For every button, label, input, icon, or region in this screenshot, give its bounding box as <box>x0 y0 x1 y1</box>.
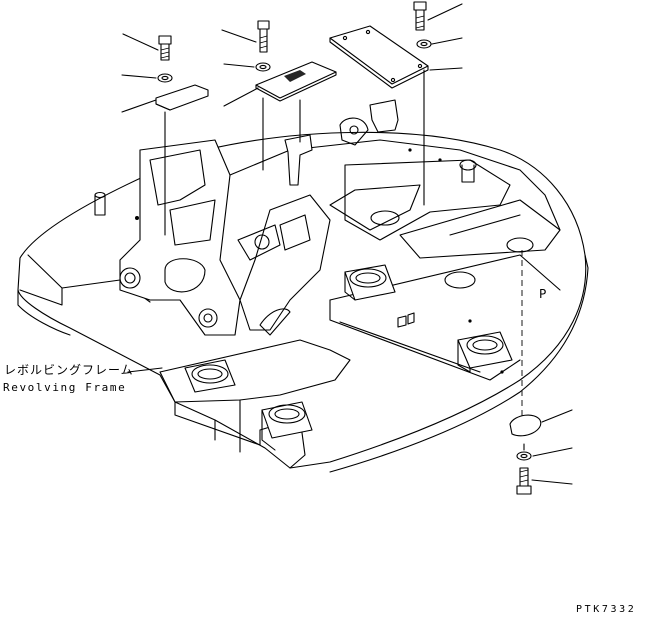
frame-body <box>17 99 589 473</box>
label-leader <box>127 367 163 373</box>
bolt-top-center <box>221 20 270 53</box>
bolt-bottom-right <box>516 467 573 495</box>
mount-pad-3 <box>184 359 236 393</box>
plate-top-center <box>223 61 337 107</box>
mount-pad-4 <box>261 401 313 451</box>
washer-bottom-right <box>516 447 573 461</box>
bolt-top-left <box>122 33 172 61</box>
mark-p: P <box>539 287 547 301</box>
frame-label-english: Revolving Frame <box>3 381 127 394</box>
cover-top-left <box>121 84 209 113</box>
figure-code: PTK7332 <box>576 604 637 615</box>
washer-top-right <box>416 37 463 49</box>
mount-pad-1 <box>344 264 396 301</box>
bolt-top-right <box>413 1 463 31</box>
mount-pad-2 <box>457 331 513 373</box>
washer-top-left <box>121 73 173 83</box>
cover-top-right <box>329 25 463 89</box>
frame-label-japanese: レボルビングフレーム <box>4 363 134 377</box>
cover-bottom-right <box>509 409 573 437</box>
washer-top-center <box>223 62 271 72</box>
